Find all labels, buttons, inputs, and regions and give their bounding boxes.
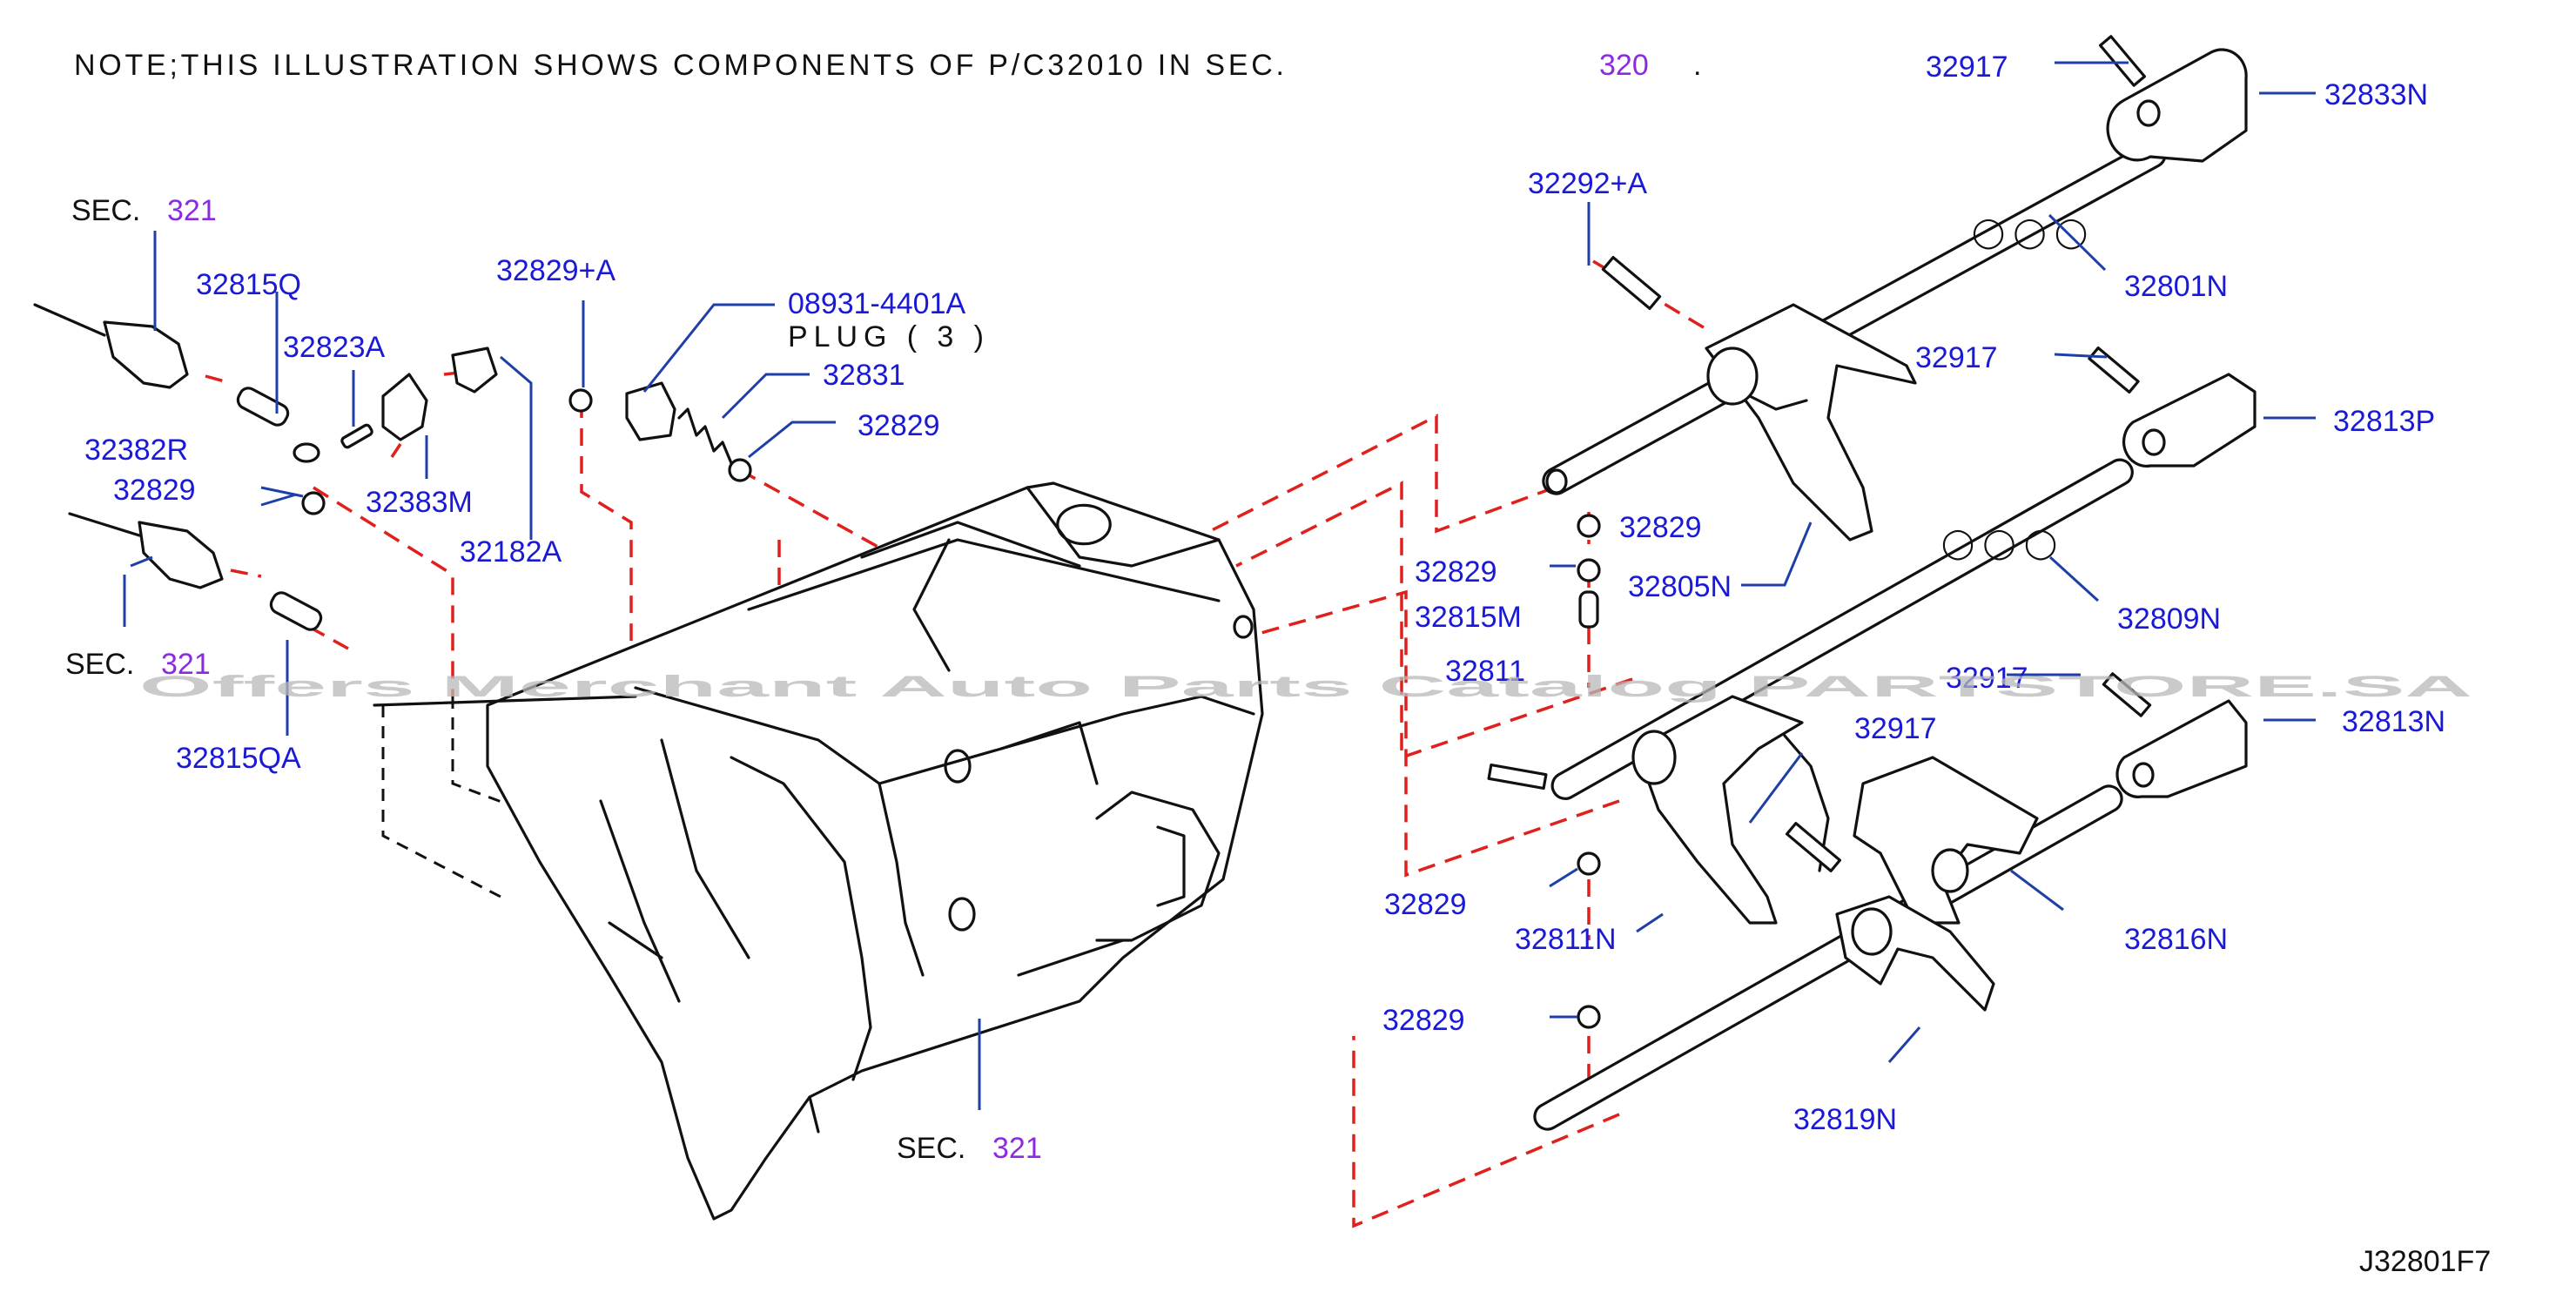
part-label-32829-e[interactable]: 32829: [858, 409, 940, 442]
shift-fork-32819N: [1835, 895, 1995, 1012]
spring-pin-4: [2102, 672, 2152, 717]
switch-2: [138, 521, 224, 589]
part-label-32805N[interactable]: 32805N: [1628, 570, 1732, 603]
shift-fork-32805N: [1705, 303, 1917, 542]
part-label-32815Q[interactable]: 32815Q: [196, 268, 301, 301]
rod-detent-marks: ◯ ◯ ◯: [1972, 216, 2088, 250]
part-label-32182A[interactable]: 32182A: [460, 535, 562, 569]
detent-ball-6: [728, 458, 752, 482]
detent-ball-7: [301, 491, 326, 515]
diagram-code: J32801F7: [2359, 1245, 2491, 1278]
spring-pin-5: [1785, 822, 1842, 872]
part-label-08931-4401A[interactable]: 08931-4401A: [788, 287, 966, 320]
part-label-32809N[interactable]: 32809N: [2117, 602, 2221, 636]
pin-32815QA: [269, 591, 323, 631]
part-label-32831[interactable]: 32831: [823, 359, 905, 392]
shift-bracket-32813N: [2115, 699, 2248, 798]
part-label-32829-b[interactable]: 32829: [1415, 555, 1497, 589]
part-label-32829-d[interactable]: 32829: [1382, 1004, 1465, 1037]
part-label-32292A[interactable]: 32292+A: [1528, 167, 1647, 200]
shift-rod-32809N: ◯ ◯ ◯: [1550, 458, 2134, 800]
watermark-text: Offers Merchant Auto Parts Catalog PARTS…: [139, 670, 2472, 703]
part-label-32917-c[interactable]: 32917: [1946, 662, 2028, 695]
transmission-case: [373, 481, 1264, 1221]
detent-spring: [677, 407, 733, 465]
part-label-32811[interactable]: 32811: [1445, 655, 1525, 688]
switch-1: [103, 320, 189, 389]
part-label-32815QA[interactable]: 32815QA: [176, 742, 301, 775]
leader-lines: [123, 61, 2316, 1110]
spring-pin-3: [2088, 346, 2140, 394]
note-period: .: [1693, 49, 1701, 82]
pin-32823A: [340, 423, 373, 449]
sec-link-1[interactable]: 321: [167, 194, 217, 227]
shift-rod-32819N: [1533, 784, 2123, 1131]
interlock-pin: [1578, 590, 1599, 629]
shift-fork-32816N: [1853, 756, 2039, 925]
part-label-32823A[interactable]: 32823A: [283, 331, 386, 364]
bolt-32182A: [451, 347, 498, 394]
sec-label-3: SEC.: [897, 1132, 965, 1165]
part-label-32382R[interactable]: 32382R: [84, 434, 188, 467]
part-label-32813N[interactable]: 32813N: [2342, 705, 2445, 738]
shift-fork-32811N: [1631, 695, 1830, 925]
part-label-32829-c[interactable]: 32829: [1384, 888, 1467, 921]
rod-detent-marks-2: ◯ ◯ ◯: [1941, 527, 2057, 561]
part-label-32829A[interactable]: 32829+A: [496, 254, 615, 287]
bracket-32383M: [381, 373, 428, 441]
sec-label-2: SEC.: [65, 648, 134, 681]
spring-pin-1: [2098, 35, 2147, 87]
note-text: NOTE;THIS ILLUSTRATION SHOWS COMPONENTS …: [74, 49, 1284, 82]
detent-ball-4: [1577, 1005, 1601, 1029]
spring-pin-6: [1487, 763, 1548, 791]
washer: [293, 442, 320, 463]
shift-bracket-32813P: [2122, 373, 2257, 468]
pin-32815Q: [236, 387, 290, 427]
part-label-32383M[interactable]: 32383M: [366, 486, 473, 519]
part-label-32917-d[interactable]: 32917: [1854, 712, 1937, 745]
plug-label: PLUG ( 3 ): [788, 320, 984, 353]
part-label-32811N[interactable]: 32811N: [1515, 923, 1617, 956]
hidden-lines: [381, 573, 1011, 898]
part-label-32833N[interactable]: 32833N: [2324, 78, 2428, 111]
part-label-32819N[interactable]: 32819N: [1793, 1103, 1897, 1136]
sec-link-2[interactable]: 321: [161, 648, 211, 681]
shift-head-32833N: [2106, 48, 2248, 163]
sec-link-3[interactable]: 321: [992, 1132, 1042, 1165]
spring-pin-2: [1601, 256, 1662, 310]
part-label-32815M[interactable]: 32815M: [1415, 601, 1522, 634]
plug: [625, 381, 676, 441]
part-label-32813P[interactable]: 32813P: [2333, 405, 2435, 438]
part-label-32829-main[interactable]: 32829: [1619, 511, 1702, 544]
note-section-number[interactable]: 320: [1599, 49, 1649, 82]
detent-ball-3: [1577, 851, 1601, 876]
detent-ball-2: [1577, 558, 1601, 582]
sec-label-1: SEC.: [71, 194, 140, 227]
part-label-32816N[interactable]: 32816N: [2124, 923, 2228, 956]
part-label-32917-b[interactable]: 32917: [1915, 341, 1998, 374]
detent-ball-1: [1577, 514, 1601, 538]
detent-ball-5: [568, 388, 593, 413]
part-label-32917-a[interactable]: 32917: [1926, 50, 2008, 84]
part-label-32801N[interactable]: 32801N: [2124, 270, 2228, 303]
small-parts: [33, 35, 2152, 1029]
part-label-32829-f[interactable]: 32829: [113, 474, 196, 507]
